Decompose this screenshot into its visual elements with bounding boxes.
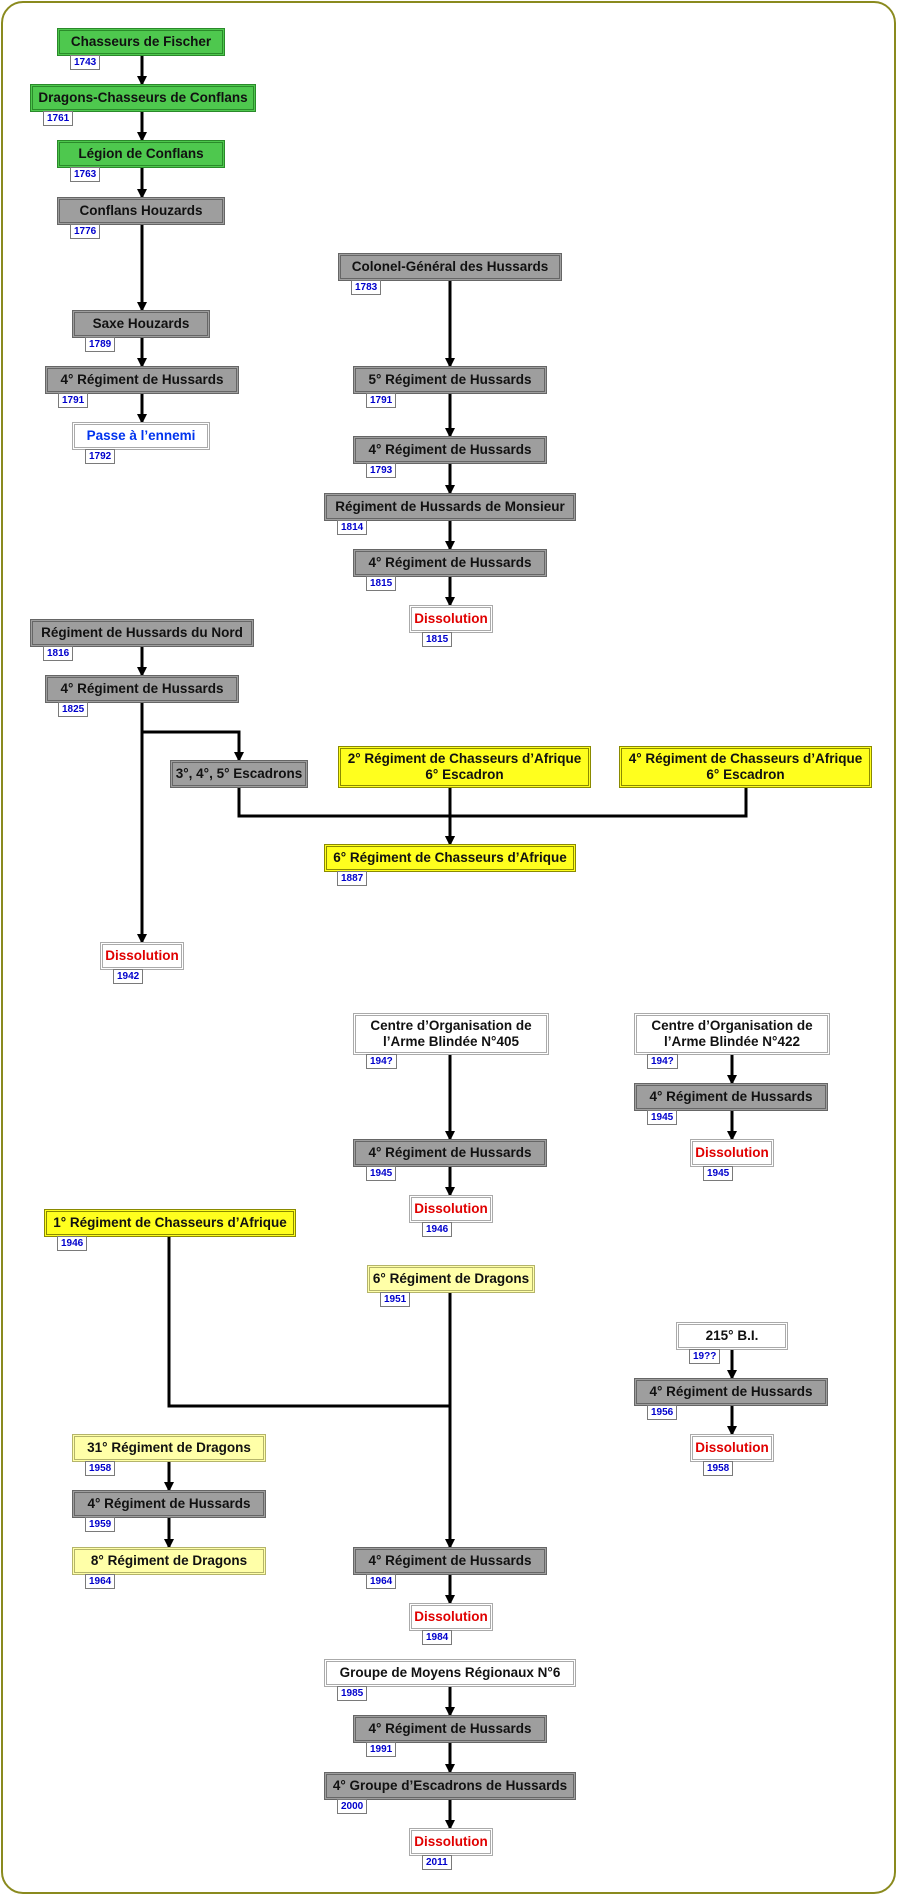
- year-label-n8: 1783: [351, 280, 382, 295]
- node-n1: Chasseurs de Fischer: [57, 28, 225, 56]
- year-label-n4: 1776: [70, 224, 101, 239]
- year-label-n37: 1985: [337, 1686, 368, 1701]
- year-label-n2: 1761: [43, 111, 74, 126]
- year-label-n13: 1815: [422, 632, 453, 647]
- node-n6: 4° Régiment de Hussards: [45, 366, 239, 394]
- year-label-n32: 1958: [85, 1461, 116, 1476]
- node-n35: 4° Régiment de Hussards: [353, 1547, 547, 1575]
- year-label-n22: 1945: [366, 1166, 397, 1181]
- node-n27: 1° Régiment de Chasseurs d’Afrique: [44, 1209, 296, 1237]
- node-n28: 6° Régiment de Dragons: [367, 1265, 535, 1293]
- year-label-n12: 1815: [366, 576, 397, 591]
- year-label-n26: 1945: [703, 1166, 734, 1181]
- year-label-n33: 1959: [85, 1517, 116, 1532]
- year-label-n5: 1789: [85, 337, 116, 352]
- node-n3: Légion de Conflans: [57, 140, 225, 168]
- year-label-n20: 1942: [113, 969, 144, 984]
- year-label-n31: 1958: [703, 1461, 734, 1476]
- node-n11: Régiment de Hussards de Monsieur: [324, 493, 576, 521]
- year-label-n6: 1791: [58, 393, 89, 408]
- node-n30: 4° Régiment de Hussards: [634, 1378, 828, 1406]
- node-n25: 4° Régiment de Hussards: [634, 1083, 828, 1111]
- year-label-n15: 1825: [58, 702, 89, 717]
- node-n40: Dissolution: [409, 1828, 493, 1856]
- year-label-n27: 1946: [57, 1236, 88, 1251]
- node-n20: Dissolution: [100, 942, 184, 970]
- year-label-n19: 1887: [337, 871, 368, 886]
- node-n9: 5° Régiment de Hussards: [353, 366, 547, 394]
- year-label-n35: 1964: [366, 1574, 397, 1589]
- node-n29: 215° B.I.: [676, 1322, 788, 1350]
- year-label-n34: 1964: [85, 1574, 116, 1589]
- year-label-n39: 2000: [337, 1799, 368, 1814]
- year-label-n11: 1814: [337, 520, 368, 535]
- connector-17: [450, 788, 748, 818]
- year-label-n7: 1792: [85, 449, 116, 464]
- year-label-n38: 1991: [366, 1742, 397, 1757]
- year-label-n24: 194?: [647, 1054, 678, 1069]
- year-label-n10: 1793: [366, 463, 397, 478]
- node-n15: 4° Régiment de Hussards: [45, 675, 239, 703]
- connector-15: [237, 788, 455, 846]
- year-label-n28: 1951: [380, 1292, 411, 1307]
- node-n14: Régiment de Hussards du Nord: [30, 619, 254, 647]
- year-label-n36: 1984: [422, 1630, 453, 1645]
- year-label-n29: 19??: [689, 1349, 721, 1364]
- year-label-n3: 1763: [70, 167, 101, 182]
- node-n37: Groupe de Moyens Régionaux N°6: [324, 1659, 576, 1687]
- connector-22: [167, 1237, 450, 1408]
- year-label-n40: 2011: [422, 1855, 452, 1870]
- node-n16: 3°, 4°, 5° Escadrons: [170, 760, 308, 788]
- node-n32: 31° Régiment de Dragons: [72, 1434, 266, 1462]
- year-label-n25: 1945: [647, 1110, 678, 1125]
- node-n8: Colonel-Général des Hussards: [338, 253, 562, 281]
- node-n12: 4° Régiment de Hussards: [353, 549, 547, 577]
- node-n26: Dissolution: [690, 1139, 774, 1167]
- year-label-n21: 194?: [366, 1054, 397, 1069]
- year-label-n23: 1946: [422, 1222, 453, 1237]
- node-n13: Dissolution: [409, 605, 493, 633]
- node-n33: 4° Régiment de Hussards: [72, 1490, 266, 1518]
- node-n22: 4° Régiment de Hussards: [353, 1139, 547, 1167]
- node-n36: Dissolution: [409, 1603, 493, 1631]
- node-n5: Saxe Houzards: [72, 310, 210, 338]
- node-n10: 4° Régiment de Hussards: [353, 436, 547, 464]
- node-n39: 4° Groupe d’Escadrons de Hussards: [324, 1772, 576, 1800]
- node-n19: 6° Régiment de Chasseurs d’Afrique: [324, 844, 576, 872]
- node-n23: Dissolution: [409, 1195, 493, 1223]
- node-n4: Conflans Houzards: [57, 197, 225, 225]
- node-n31: Dissolution: [690, 1434, 774, 1462]
- node-n7: Passe à l’ennemi: [72, 422, 210, 450]
- year-label-n14: 1816: [43, 646, 74, 661]
- year-label-n9: 1791: [366, 393, 397, 408]
- connector-14: [142, 730, 244, 762]
- node-n2: Dragons-Chasseurs de Conflans: [30, 84, 256, 112]
- year-label-n30: 1956: [647, 1405, 678, 1420]
- node-n34: 8° Régiment de Dragons: [72, 1547, 266, 1575]
- node-n38: 4° Régiment de Hussards: [353, 1715, 547, 1743]
- year-label-n1: 1743: [70, 55, 101, 70]
